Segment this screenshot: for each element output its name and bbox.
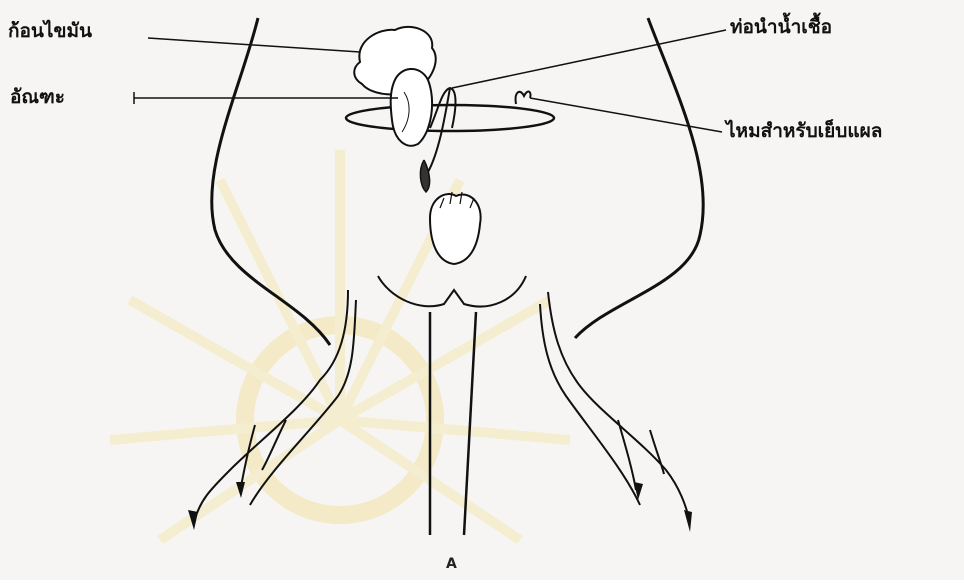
leader-line-fat	[148, 38, 360, 52]
label-testis: อัณฑะ	[10, 88, 65, 107]
left-body-outline	[212, 18, 330, 345]
right-body-outline	[575, 18, 703, 338]
suture-thread-shape	[516, 92, 531, 104]
panel-letter: A	[446, 556, 457, 572]
vent-tuft	[430, 194, 481, 264]
incision-opening	[346, 105, 554, 131]
right-leg	[540, 292, 690, 522]
label-suture-thread: ไหมสำหรับเย็บแผล	[726, 122, 882, 141]
testis-shape	[391, 69, 432, 146]
leader-line-suture	[530, 98, 722, 132]
label-fat-body: ก้อนไขมัน	[8, 22, 92, 41]
leader-line-vas	[452, 30, 726, 88]
label-vas-deferens: ท่อนำน้ำเชื้อ	[730, 18, 832, 37]
